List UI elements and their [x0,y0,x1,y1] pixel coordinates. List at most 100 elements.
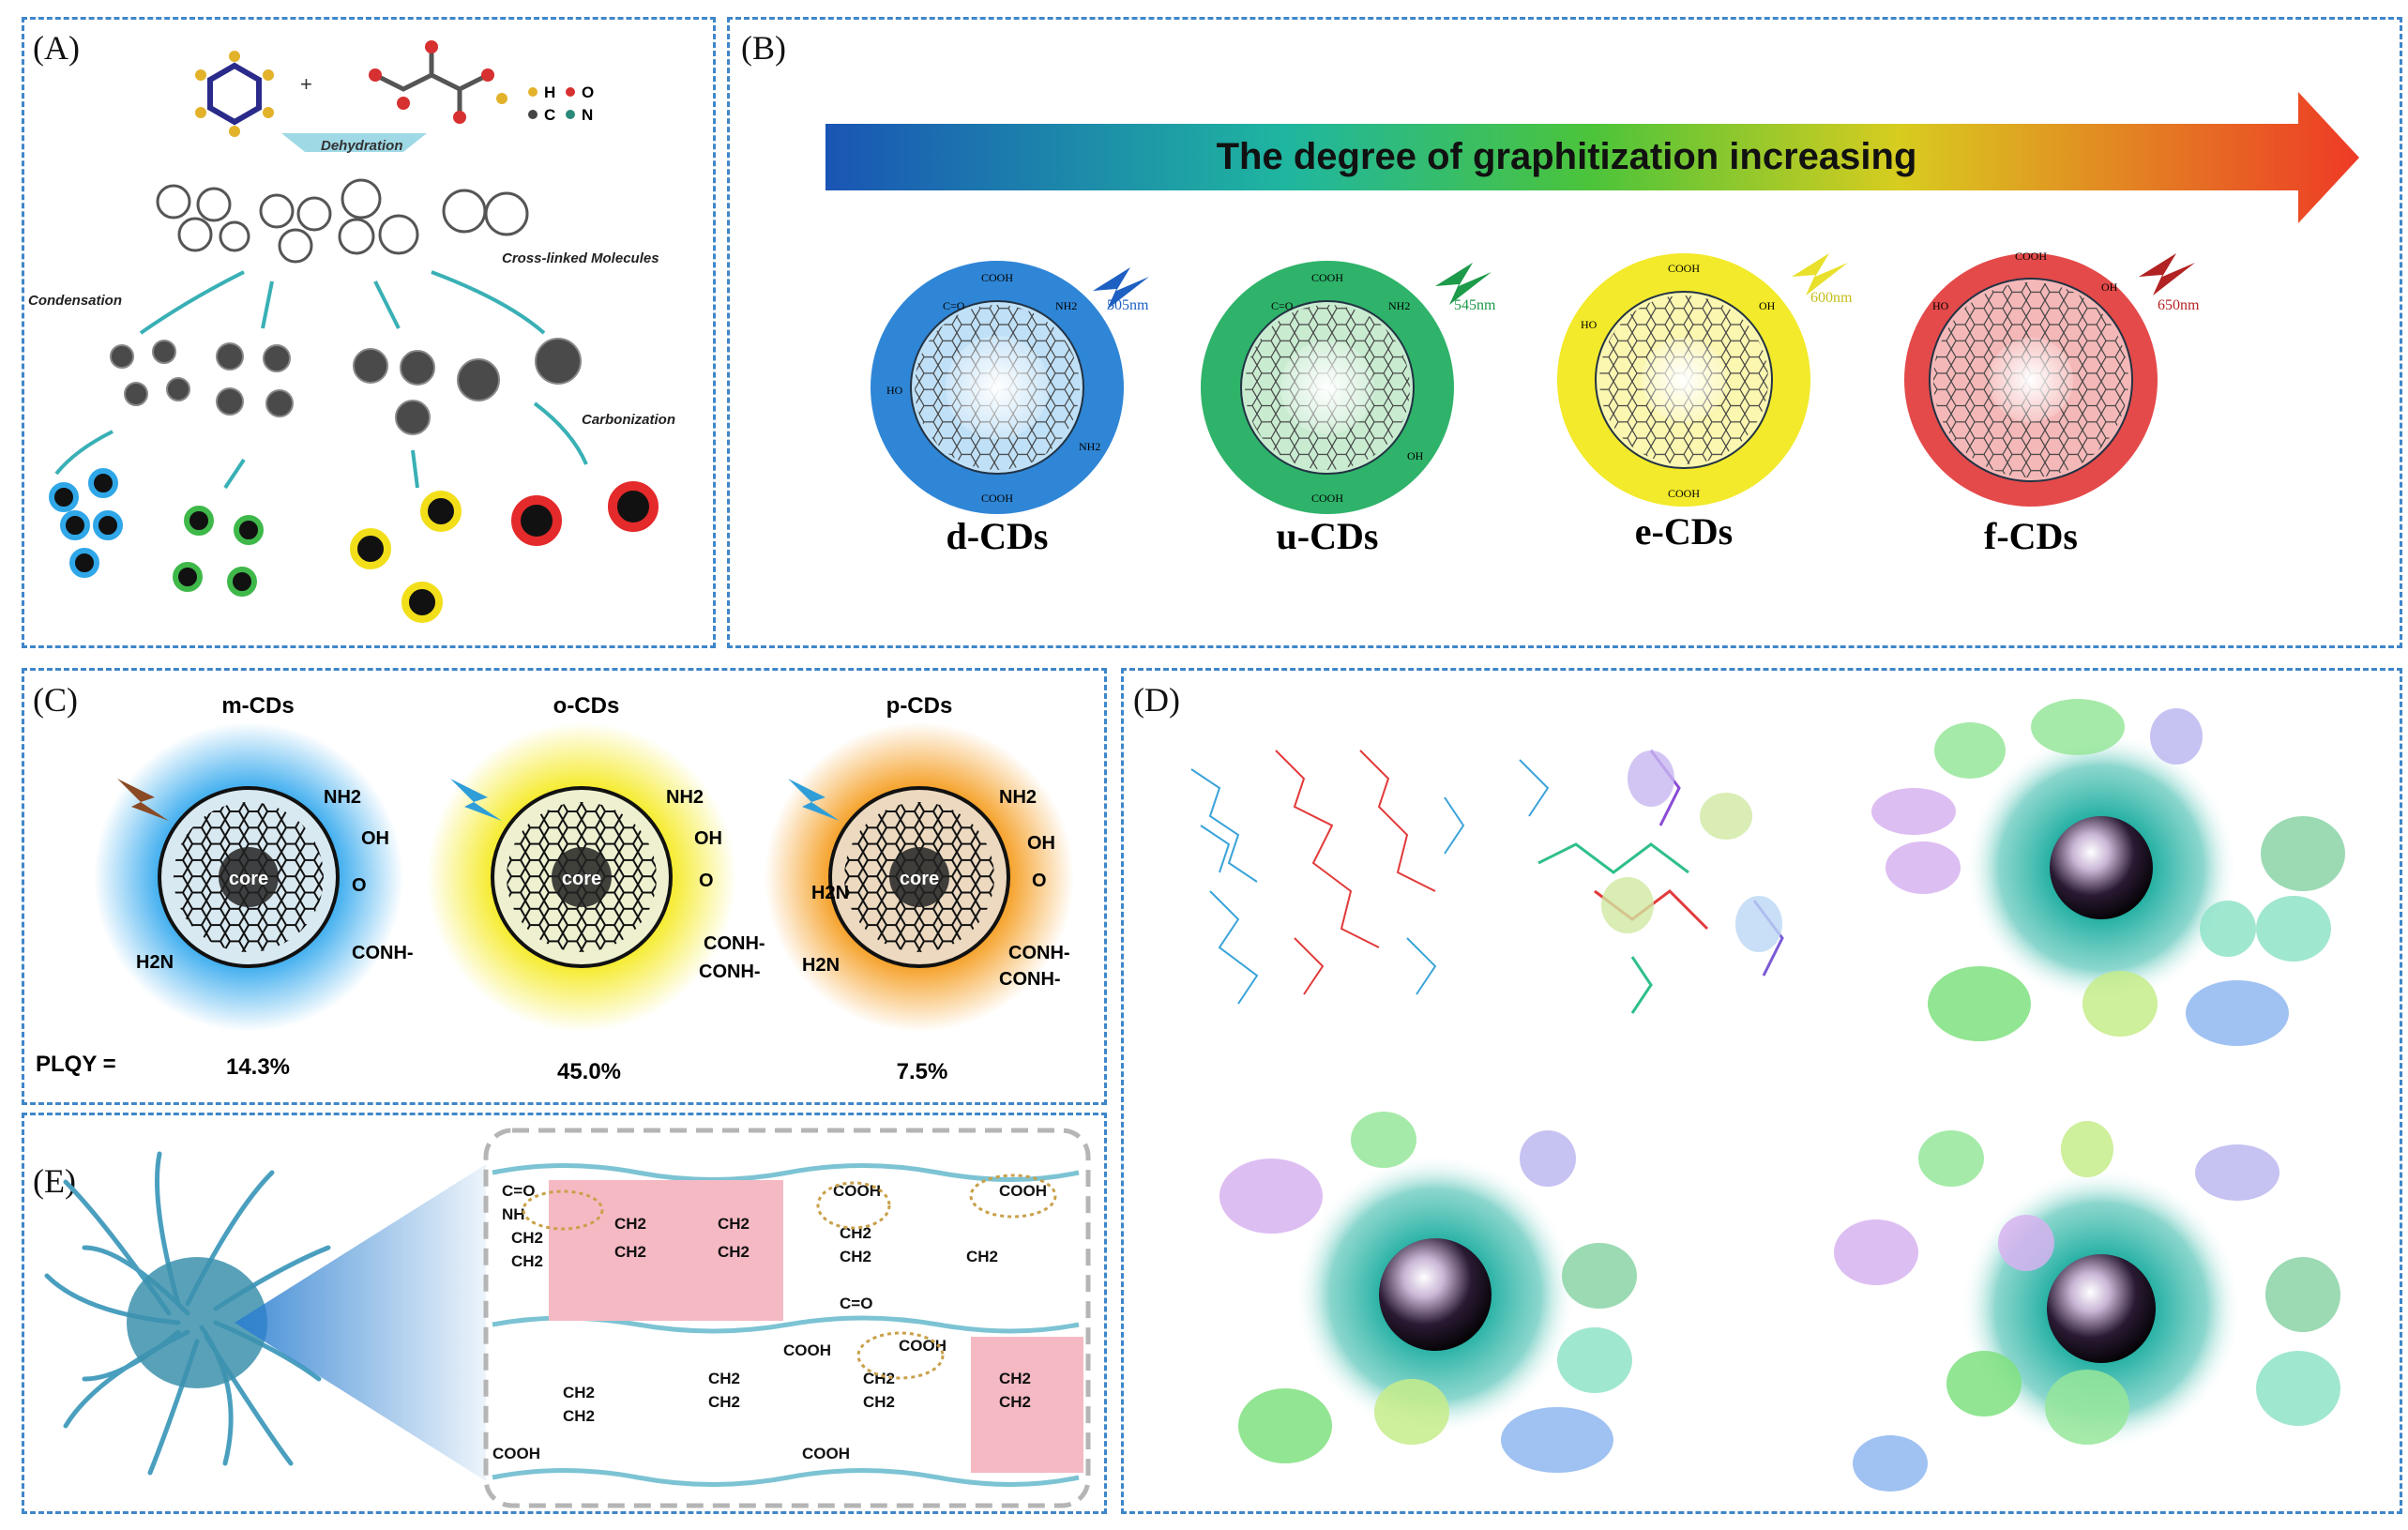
cd-particle-o: core NH2 OH O CONH- CONH- [427,722,765,1032]
conh-label: CONH- [699,962,761,982]
group-label: COOH [2015,250,2047,263]
f-cds-label: f-CDs [1984,515,2078,557]
group-label: COOH [1311,492,1343,505]
crosslinked-label: Cross-linked Molecules [502,250,659,266]
legend-c: C [544,106,555,124]
polymer-core [127,1257,267,1388]
lightning-icon [788,779,840,821]
cd-dots-yellow [350,491,462,623]
panel-c-content: m-CDs o-CDs p-CDs core NH2 OH O CONH- H2… [36,693,1074,1084]
o-cds-plqy: 45.0% [557,1059,621,1084]
oh-label: OH [1027,833,1055,854]
group-label: C=O [943,299,965,312]
group-label: HO [886,384,903,397]
p-cds-plqy: 7.5% [897,1059,948,1084]
panel-d-content [1190,699,2345,1492]
group-label: COOH [1311,271,1343,284]
carbonization-label: Carbonization [582,412,675,428]
group-label: HO [1581,318,1598,331]
cd-particle-m: core NH2 OH O CONH- H2N [94,722,414,1032]
f-cds-wavelength: 650nm [2158,297,2200,313]
ch2-label: CH2 [966,1248,998,1265]
legend-h: H [544,83,555,101]
nh-label: NH [502,1205,525,1223]
h2n-label: H2N [811,883,849,903]
panel-a-content: + H O C N Dehydration Cross-linked Molec… [28,40,675,623]
cd-particle-p: core NH2 OH O CONH- CONH- H2N H2N [765,722,1074,1032]
co-label: O [1032,871,1047,891]
nh2-label: NH2 [324,787,361,808]
ch2-label: CH2 [840,1248,871,1265]
u-cds-wavelength: 545nm [1454,297,1496,313]
ch2-label: CH2 [718,1215,750,1233]
cd-dots-red [511,481,659,546]
co-label: O [699,871,714,891]
conh-label: CONH- [704,933,765,954]
precursor-acid [369,40,507,124]
ch2-label: CH2 [708,1393,740,1411]
group-label: COOH [981,271,1013,284]
plus-sign: + [300,72,312,96]
group-label: NH2 [1388,299,1410,312]
crosslinked-clusters [156,178,529,264]
lightning-icon [2139,253,2195,295]
crosslink-highlight [971,1337,1083,1473]
group-label: HO [1932,299,1949,312]
h2n-label: H2N [136,952,174,973]
co-label: O [352,875,367,896]
group-label: NH2 [1079,440,1100,453]
m-cds-label: m-CDs [221,693,294,719]
lightning-icon [1792,253,1848,295]
ch2-label: CH2 [563,1384,595,1401]
crosslink-highlight [549,1180,783,1321]
ch2-label: CH2 [614,1243,646,1261]
group-label: C=O [1271,299,1294,312]
group-label: COOH [981,492,1013,505]
conh-label: CONH- [999,969,1061,990]
plqy-label: PLQY = [36,1052,116,1077]
ch2-label: CH2 [614,1215,646,1233]
condensation-label: Condensation [28,293,122,309]
u-cds-label: u-CDs [1277,515,1379,557]
condensed-clusters [110,338,582,435]
panel-d-label: (D) [1133,681,1180,719]
cooh-label: COOH [783,1341,831,1359]
ch2-label: CH2 [863,1393,895,1411]
legend-o: O [582,83,594,101]
ch2-label: CH2 [999,1370,1031,1387]
nh2-label: NH2 [666,787,704,808]
group-label: COOH [1668,487,1700,500]
panel-e-label: (E) [33,1162,76,1200]
ch2-label: CH2 [840,1224,871,1242]
core-text: core [562,869,601,889]
ch2-label: CH2 [511,1252,543,1270]
h2n-label: H2N [802,955,840,976]
panel-a-label: (A) [33,29,80,67]
chain-top [492,1163,1080,1182]
cd-dots-blue [49,468,123,578]
cd-particle-e: 600nm COOH COOH HO OH [1557,253,1853,507]
lightning-icon [1435,263,1492,305]
nh2-label: NH2 [999,787,1037,808]
cooh-label: COOH [999,1182,1047,1200]
lightning-icon [1093,267,1149,310]
conh-label: CONH- [1008,943,1070,963]
panel-c-label: (C) [33,681,78,719]
m-cds-plqy: 14.3% [226,1054,290,1080]
lightning-icon [450,779,502,821]
panel-e-content: C=O NH CH2 CH2 CH2 CH2 CH2 CH2 COOH COOH… [44,1128,1091,1508]
lightning-icon [117,779,169,821]
cd-particle-f: 650nm COOH HO OH [1904,250,2200,507]
panel-b-label: (B) [741,29,786,67]
legend-n: N [582,106,593,124]
o-cds-label: o-CDs [553,693,620,719]
oh-label: OH [361,828,389,849]
panel-b-content: The degree of graphitization increasing … [825,92,2359,557]
cd-dots-green [173,506,264,597]
d-cds-wavelength: 505nm [1107,297,1149,313]
ch2-label: CH2 [999,1393,1031,1411]
cooh-label: COOH [833,1182,881,1200]
oh-label: OH [694,828,722,849]
group-label: OH [2101,280,2118,294]
